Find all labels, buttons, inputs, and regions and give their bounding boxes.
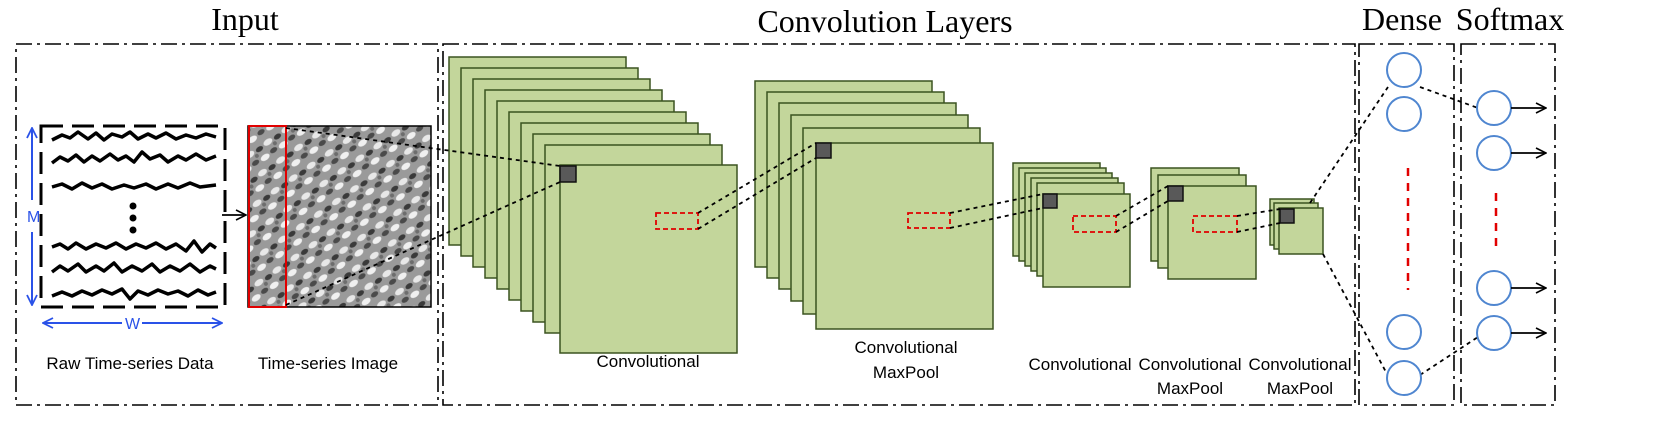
dense-neuron <box>1386 360 1422 396</box>
conv2-caption-line1: Convolutional <box>854 338 957 357</box>
conv2-caption-line2: MaxPool <box>873 363 939 382</box>
waveform <box>51 181 217 191</box>
dense-layer <box>1386 52 1422 396</box>
waveform <box>50 261 217 274</box>
connection-line <box>1419 86 1479 109</box>
dense-neuron <box>1386 314 1422 350</box>
conv3-stack <box>1012 162 1131 288</box>
softmax-neuron <box>1476 270 1512 306</box>
ellipsis-dot <box>129 226 137 234</box>
receptive-field-box <box>1072 215 1117 233</box>
conv2-stack <box>754 80 994 330</box>
connection-line <box>697 142 817 214</box>
feature-map <box>559 164 738 354</box>
dense-neuron <box>1386 96 1422 132</box>
conv4-caption-line1: Convolutional <box>1138 355 1241 374</box>
waveform <box>51 287 217 301</box>
conv-kernel <box>815 142 832 159</box>
time-series-waveforms <box>50 130 217 301</box>
connection-line <box>1115 200 1169 233</box>
connection-line <box>1115 185 1169 217</box>
ellipsis-dot <box>129 214 137 222</box>
feature-map <box>1042 193 1131 288</box>
convolution-panel <box>442 43 1356 406</box>
waveform <box>51 239 217 254</box>
dense-title: Dense <box>1362 1 1442 37</box>
connection-line <box>1322 253 1388 375</box>
softmax-neuron <box>1476 135 1512 171</box>
raw-data-box <box>39 124 227 309</box>
connection-line <box>285 181 561 306</box>
conv-kernel <box>1042 193 1058 209</box>
input-panel <box>15 43 439 406</box>
input-title: Input <box>211 1 279 37</box>
time-series-image-caption: Time-series Image <box>258 354 398 373</box>
conv-kernel <box>1279 208 1295 224</box>
conv5-stack <box>1269 198 1324 255</box>
softmax-title: Softmax <box>1456 1 1564 37</box>
conv5-caption-line2: MaxPool <box>1267 379 1333 398</box>
conv1-caption: Convolutional <box>596 352 699 371</box>
time-series-image <box>247 125 432 308</box>
connection-line <box>285 127 561 167</box>
conv4-stack <box>1150 167 1257 280</box>
receptive-field-box <box>655 212 699 230</box>
receptive-field-box <box>1192 215 1238 233</box>
connection-line <box>1309 86 1389 204</box>
convolution-layers-title: Convolution Layers <box>757 3 1012 39</box>
conv1-stack <box>448 56 738 354</box>
ellipsis-dot <box>129 202 137 210</box>
conv4-caption-line2: MaxPool <box>1157 379 1223 398</box>
time-series-window <box>248 125 287 308</box>
connection-line <box>1419 336 1479 376</box>
softmax-layer <box>1476 90 1546 351</box>
dense-panel <box>1358 43 1455 406</box>
softmax-neuron <box>1476 90 1512 126</box>
dense-neuron <box>1386 52 1422 88</box>
softmax-panel <box>1460 43 1556 406</box>
conv-kernel <box>559 165 577 183</box>
connection-line <box>697 157 817 230</box>
receptive-field-box <box>907 212 951 229</box>
waveform <box>50 150 217 165</box>
raw-data-caption: Raw Time-series Data <box>46 354 214 373</box>
conv5-caption-line1: Convolutional <box>1248 355 1351 374</box>
m-axis-label: M <box>27 209 40 226</box>
w-axis-label: W <box>125 316 141 333</box>
feature-map <box>815 142 994 330</box>
conv-kernel <box>1167 185 1184 202</box>
waveform <box>51 130 217 142</box>
connection-lines <box>285 86 1479 376</box>
conv3-caption: Convolutional <box>1028 355 1131 374</box>
softmax-neuron <box>1476 315 1512 351</box>
